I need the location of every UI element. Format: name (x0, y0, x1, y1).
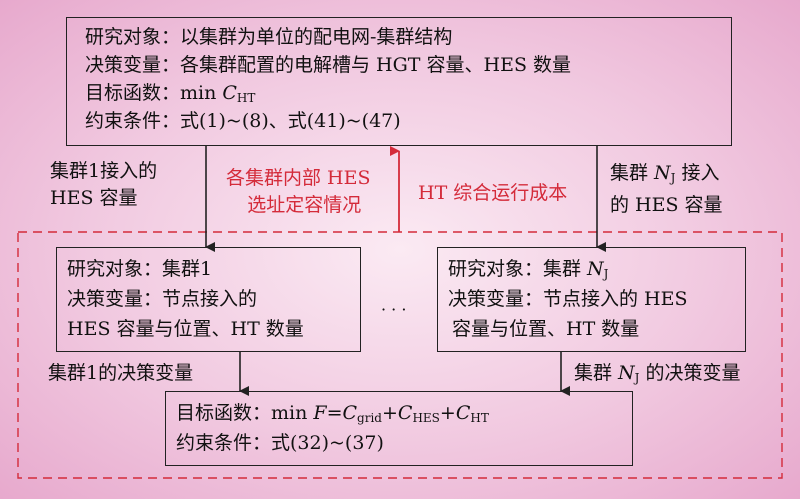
lower-level-dashed-frame (17, 231, 783, 479)
upper-objective-function: 目标函数：min CHT (85, 82, 256, 105)
upper-constraints: 约束条件：式(1)~(8)、式(41)~(47) (85, 110, 401, 132)
cluster1-decision-variables-cont: HES 容量与位置、HT 数量 (67, 318, 304, 340)
upper-research-object: 研究对象：以集群为单位的配电网-集群结构 (85, 26, 453, 48)
cluster1-box: 研究对象：集群1 决策变量：节点接入的 HES 容量与位置、HT 数量 (56, 247, 361, 352)
label-clusterN-decision-variables: 集群 NJ 的决策变量 (574, 362, 741, 385)
global-objective-box: 目标函数：min F=Cgrid+CHES+CHT 约束条件：式(32)~(37… (165, 391, 633, 466)
label-ht-operating-cost: HT 综合运行成本 (418, 182, 568, 204)
cluster1-research-object: 研究对象：集群1 (67, 258, 213, 280)
label-clusterN-hes-capacity: 集群 NJ 接入 的 HES 容量 (610, 162, 723, 216)
clusterN-decision-variables: 决策变量：节点接入的 HES (448, 288, 688, 310)
ellipsis: · · · (381, 300, 407, 319)
clusterN-box: 研究对象：集群 NJ 决策变量：节点接入的 HES 容量与位置、HT 数量 (437, 247, 746, 352)
label-cluster1-decision-variables: 集群1的决策变量 (48, 362, 194, 384)
global-objective-function: 目标函数：min F=Cgrid+CHES+CHT (176, 402, 489, 425)
upper-decision-variables: 决策变量：各集群配置的电解槽与 HGT 容量、HES 数量 (85, 54, 571, 76)
cluster1-decision-variables: 决策变量：节点接入的 (67, 288, 258, 310)
clusterN-research-object: 研究对象：集群 NJ (448, 258, 609, 281)
label-hes-siting-sizing: 各集群内部 HES 选址定容情况 (226, 167, 371, 216)
global-constraints: 约束条件：式(32)~(37) (176, 432, 384, 454)
upper-level-box: 研究对象：以集群为单位的配电网-集群结构 决策变量：各集群配置的电解槽与 HGT… (66, 17, 732, 146)
clusterN-decision-variables-cont: 容量与位置、HT 数量 (452, 318, 640, 340)
label-cluster1-hes-capacity: 集群1接入的 HES 容量 (50, 160, 158, 209)
